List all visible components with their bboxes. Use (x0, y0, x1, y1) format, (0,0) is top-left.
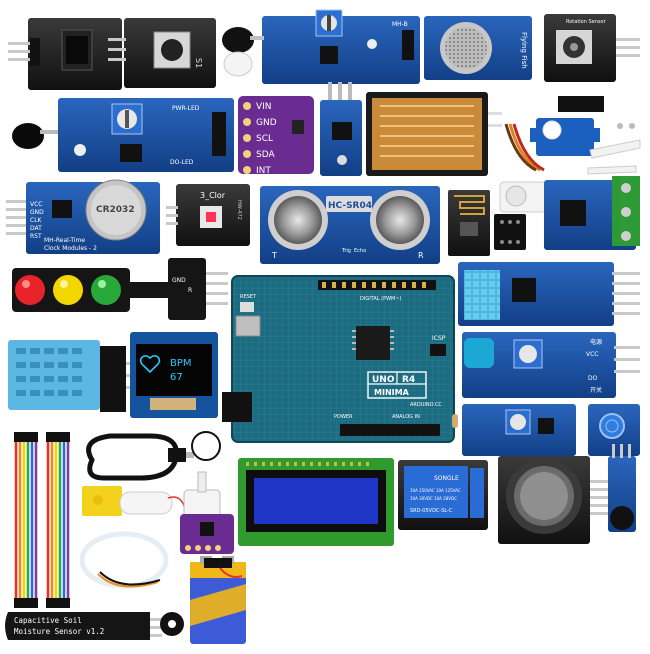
wifi-module (448, 190, 526, 256)
pot-pin-vcc: VCC (586, 351, 598, 358)
relay-spec-2: 10A 30VDC 10A 28VDC (410, 496, 457, 501)
analog-in-label: ANALOG IN (392, 414, 420, 420)
pir-sensor (499, 181, 547, 213)
cr2032-label: CR2032 (96, 205, 135, 215)
usb-cable (86, 433, 194, 481)
soil-moisture-sensor: Capacitive Soil Moisture Sensor v1.2 (5, 612, 162, 640)
icsp-label: ICSP (432, 335, 446, 342)
uno-label: UNO (372, 375, 395, 385)
r4-label: R4 (402, 375, 415, 385)
rtc-pin-rst: RST (30, 233, 42, 240)
rtc-name-2: Clock Modules - 2 (44, 245, 97, 252)
hcsr04-label: HC-SR04 (328, 201, 372, 211)
relay-model: SRD-05VDC-SL-C (410, 508, 453, 514)
s1-label: S1 (194, 58, 203, 68)
three-color-label: 3_Clor (200, 191, 226, 200)
soil-label-1: Capacitive Soil (14, 616, 82, 625)
ir-receiver-module: MH-B (222, 9, 420, 84)
traffic-pin-gnd: GND (172, 277, 186, 284)
do-led-label: DO-LED (170, 159, 194, 166)
lcd-1602 (238, 458, 394, 546)
rtc-pin-dat: DAT (30, 225, 42, 232)
encoder-disc (160, 612, 184, 636)
minima-label: MINIMA (374, 388, 410, 397)
purple-sensor-module: VIN GND SCL SDA INT (238, 96, 314, 176)
pin-vin: VIN (256, 102, 272, 112)
dht11-sensor (8, 340, 136, 412)
jumper-wires (14, 432, 70, 608)
pin-scl: SCL (256, 134, 273, 144)
power-label: POWER (334, 414, 353, 420)
purple-breakout (180, 514, 234, 554)
heart-icon (139, 355, 161, 374)
flame-sensor-module: PWR-LED DO-LED (12, 98, 234, 172)
dc-motor (82, 486, 185, 516)
light-sensor-module (452, 404, 576, 456)
trig-label: Trig (341, 248, 351, 254)
touch-sensor-module (588, 404, 640, 456)
driver-board (544, 176, 640, 250)
bluetooth-module (458, 262, 640, 326)
rgb-led-module: 3_Clor HW-472 (166, 184, 250, 246)
silicone-tube (79, 531, 169, 589)
relay-spec-1: 10A 250VAC 10A 125VAC (410, 488, 461, 493)
reset-label: RESET (240, 294, 257, 300)
small-sensor-module (320, 82, 362, 176)
rain-sensor-plate (366, 92, 502, 176)
relay-module: SONGLE 10A 250VAC 10A 125VAC 10A 30VDC 1… (398, 460, 488, 530)
ultrasonic-sensor: HC-SR04 T R Trig Echo (260, 186, 440, 264)
digital-pwm-label: DIGITAL (PWM~) (360, 296, 402, 302)
pin-int: INT (256, 166, 271, 176)
mhb-label: MH-B (392, 21, 408, 28)
rotation-sensor-label: Rotation Sensor (566, 19, 607, 25)
arduino-uno-r4-board: DIGITAL (PWM~) RESET ICSP UNO R4 MINIMA … (222, 275, 455, 443)
gas-sensor-module: Flying Fish (424, 16, 532, 80)
flying-fish-label: Flying Fish (520, 32, 528, 69)
rtc-pin-gnd: GND (30, 209, 44, 216)
power-cn-label: 电源 (590, 338, 602, 346)
bpm-value: 67 (170, 372, 183, 383)
t-label: T (271, 251, 277, 260)
switch-cn-label: 开关 (590, 386, 602, 394)
traffic-pin-r: R (188, 287, 192, 294)
oled-display: BPM 67 (130, 332, 218, 418)
pin-gnd: GND (256, 118, 277, 128)
rtc-module: CR2032 VCC GND CLK DAT RST MH-Real-Time … (6, 179, 160, 254)
echo-label: Echo (354, 248, 366, 254)
rtc-pin-vcc: VCC (30, 201, 42, 208)
r-label: R (418, 251, 424, 260)
9v-battery-icon (190, 556, 246, 644)
hw472-label: HW-472 (236, 200, 242, 220)
rtc-pin-clk: CLK (30, 217, 43, 224)
slot-sensor-module (8, 18, 122, 90)
rtc-name-1: MH-Real-Time (44, 237, 85, 244)
traffic-light-module: GND R (12, 258, 228, 320)
button-module: S1 (108, 18, 216, 88)
bpm-label: BPM (170, 358, 192, 369)
rotation-sensor-module: Rotation Sensor (544, 14, 640, 82)
water-pump (183, 431, 221, 521)
battery-snap (204, 558, 243, 578)
pwr-led-label: PWR-LED (172, 105, 200, 112)
joystick-module (498, 456, 610, 544)
soil-label-2: Moisture Sensor v1.2 (14, 627, 104, 636)
pin-sda: SDA (256, 150, 275, 160)
pot-pin-do: DO (588, 375, 598, 382)
arduino-cc-label: ARDUINO.CC (410, 402, 442, 408)
buzzer-module (608, 444, 636, 532)
servo-icon (504, 96, 641, 175)
pot-sensor-module: VCC DO 电源 开关 (462, 332, 640, 398)
relay-brand: SONGLE (434, 475, 459, 482)
